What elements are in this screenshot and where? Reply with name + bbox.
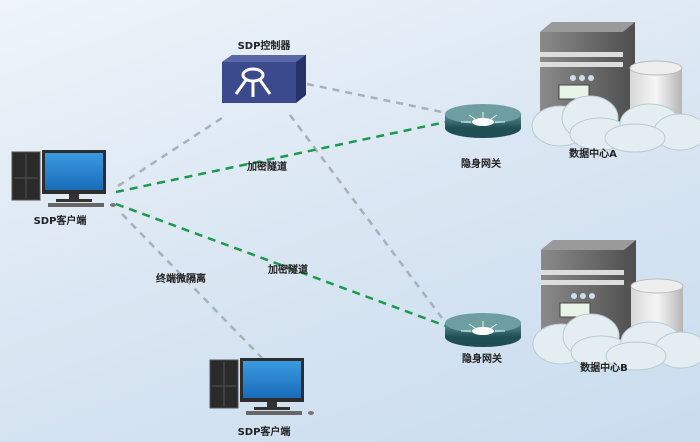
gateway-a-label: 隐身网关 [461,159,501,170]
client-top-icon[interactable] [11,149,117,208]
control-links [117,82,444,359]
link-controller-gateway-a [306,82,443,114]
link-controller-gateway-b [288,114,444,319]
datacenter-b-label: 数据中心B [580,363,628,374]
link-client-client [121,213,263,359]
client-bottom-icon[interactable] [209,357,315,416]
controller-label: SDP控制器 [237,41,291,52]
tunnel-b-line [115,202,447,328]
gateway-a-icon[interactable] [444,103,522,139]
tunnel-b-label: 加密隧道 [268,265,308,276]
controller-icon [222,55,306,103]
client-top-label: SDP客户端 [33,216,87,227]
link-client-controller [117,116,223,188]
tunnel-a-line [115,120,447,194]
tunnel-a-label: 加密隧道 [247,162,287,173]
micro-isolation-label: 终端微隔离 [156,274,206,285]
client-bottom-label: SDP客户端 [237,427,291,438]
datacenter-b-icon[interactable] [532,239,700,371]
gateway-b-label: 隐身网关 [462,354,502,365]
gateway-b-icon[interactable] [444,312,522,348]
tunnel-links [115,120,447,328]
datacenter-a-label: 数据中心A [569,149,617,160]
datacenter-a-icon[interactable] [531,21,700,153]
